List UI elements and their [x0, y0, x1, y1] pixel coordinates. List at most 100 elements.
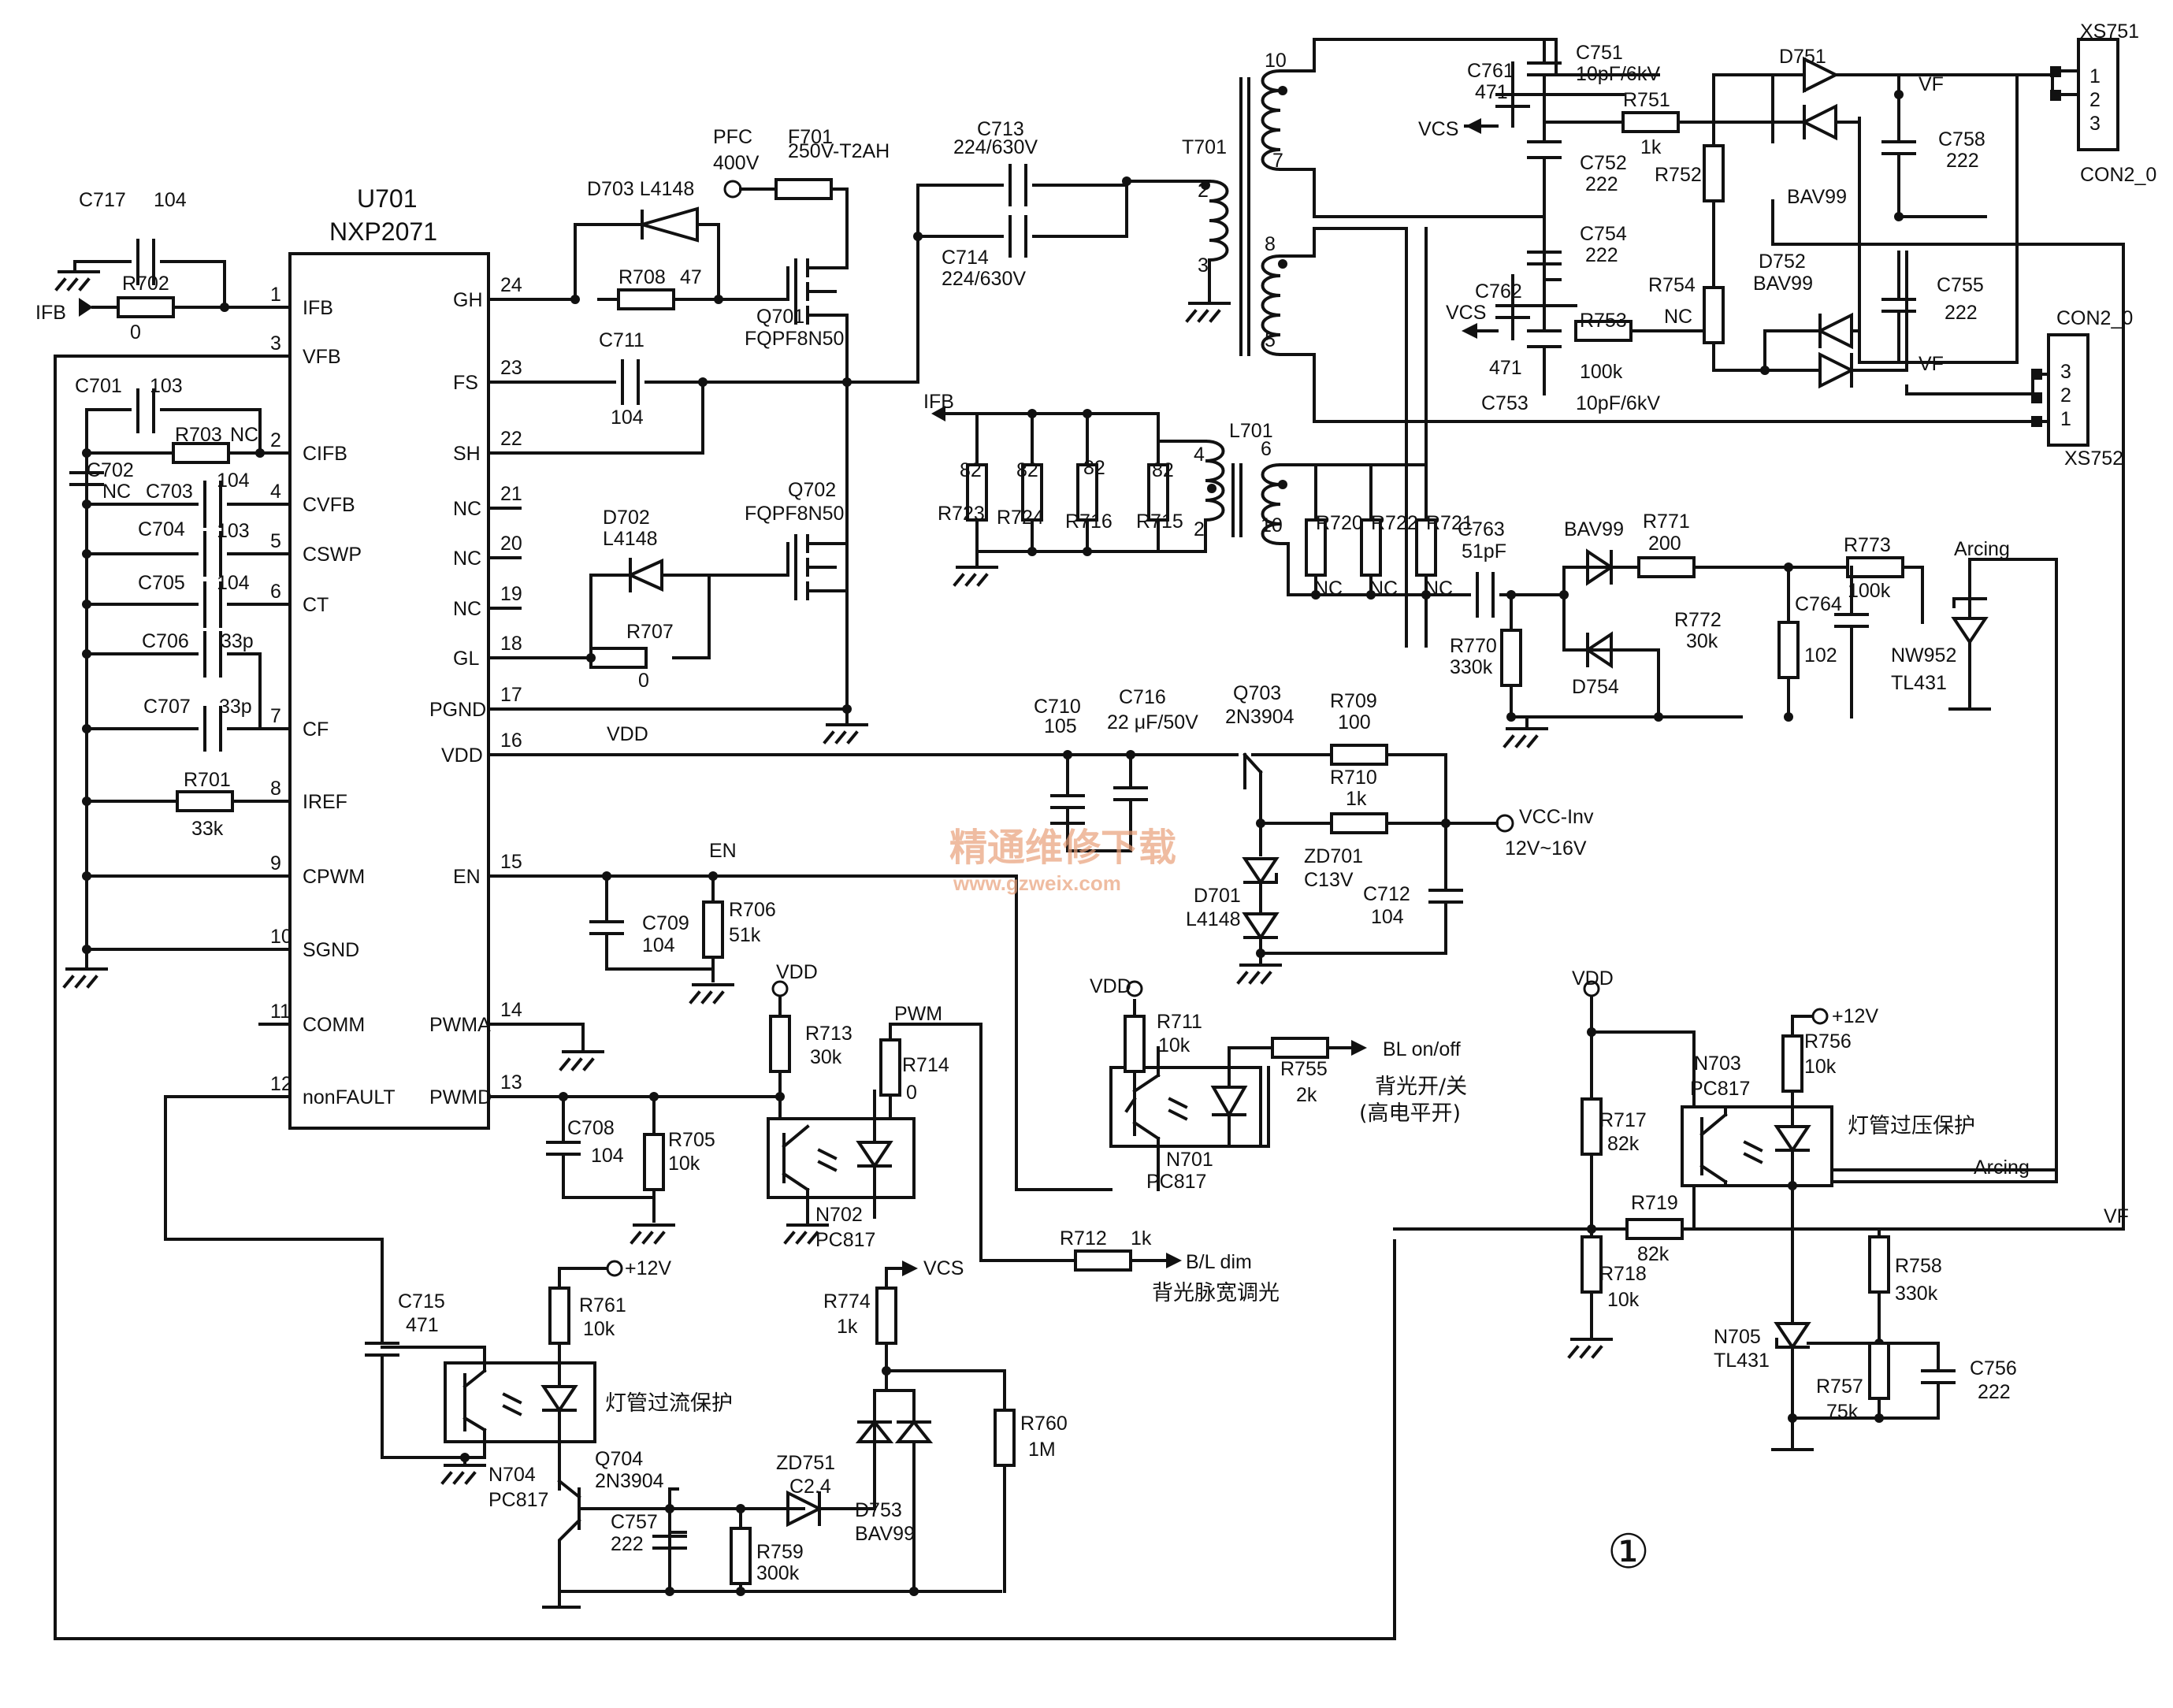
label-r709v: 100 — [1338, 711, 1371, 733]
label-en: EN — [709, 840, 737, 862]
label-r759v: 300k — [756, 1562, 800, 1584]
label-vf3: VF — [2104, 1205, 2129, 1227]
ic-left-pins: 1IFB3VFB2CIFB4CVFB5CSWP6CT7CF8IREF9CPWM1… — [270, 284, 396, 1108]
ic-pin-name: VDD — [441, 744, 483, 767]
ic-pin-name: GL — [453, 648, 479, 670]
label-r723v: 82 — [960, 459, 982, 481]
label-q703v: 2N3904 — [1225, 706, 1295, 728]
label-pfcv: 400V — [713, 152, 760, 174]
ic-pin-number: 2 — [270, 429, 281, 451]
label-pc817c: PC817 — [488, 1489, 548, 1511]
label-c710: C710 — [1034, 696, 1081, 718]
label-r715: R715 — [1136, 511, 1183, 533]
label-q704v: 2N3904 — [595, 1470, 664, 1492]
label-r755: R755 — [1280, 1058, 1328, 1080]
label-c763: C763 — [1458, 518, 1505, 540]
label-c715: C715 — [398, 1290, 445, 1313]
label-n704: N704 — [488, 1464, 536, 1486]
label-bldim: B/L dim — [1186, 1251, 1252, 1273]
label-c764: C764 — [1795, 593, 1842, 615]
label-q701v: FQPF8N50 — [745, 328, 844, 350]
label-r773v: 100k — [1848, 580, 1891, 602]
label-ifb_in: IFB — [35, 302, 66, 324]
label-c763v: 51pF — [1462, 540, 1506, 563]
label-c754: C754 — [1580, 223, 1627, 245]
ic-pin-number: 14 — [500, 999, 522, 1021]
watermark: 精通维修下载 www.gzweix.com — [949, 826, 1176, 895]
label-r758v: 330k — [1895, 1283, 1938, 1305]
label-n703: N703 — [1694, 1053, 1741, 1075]
ic-pin-name: PWMA — [429, 1014, 491, 1036]
label-vf1: VF — [1919, 73, 1944, 95]
ic-pin-number: 18 — [500, 633, 522, 655]
label-blonoff: BL on/off — [1383, 1038, 1461, 1060]
label-c705v: 104 — [217, 572, 250, 594]
transformer-t701 — [1185, 38, 1971, 648]
label-c762: C762 — [1475, 280, 1522, 303]
label-r717v: 82k — [1607, 1133, 1640, 1155]
ic-pin-number: 23 — [500, 357, 522, 379]
t701-pin: 7 — [1272, 150, 1283, 172]
label-pfc: PFC — [713, 126, 752, 148]
label-r773: R773 — [1844, 534, 1891, 556]
label-tl431a: TL431 — [1891, 672, 1947, 694]
label-c701: C701 — [75, 375, 122, 397]
label-c751v: 10pF/6kV — [1576, 63, 1660, 85]
label-r757v: 75k — [1826, 1401, 1859, 1423]
label-c758: C758 — [1938, 128, 1985, 150]
over-voltage — [1567, 980, 2125, 1451]
label-q704: Q704 — [595, 1448, 643, 1470]
ic-pin-name: IFB — [303, 297, 333, 319]
label-r702v: 0 — [130, 321, 141, 343]
label-pc817d: PC817 — [1690, 1078, 1750, 1100]
watermark-url: www.gzweix.com — [953, 871, 1121, 895]
label-r712v: 1k — [1131, 1227, 1152, 1249]
label-d702v: L4148 — [603, 528, 658, 550]
label-c716v: 22 μF/50V — [1107, 711, 1198, 733]
label-n702: N702 — [815, 1204, 863, 1226]
label-r724v: 82 — [1016, 459, 1038, 481]
en-network — [487, 871, 1367, 1191]
label-vddlbl: VDD — [607, 723, 648, 745]
label-c756v: 222 — [1978, 1381, 2011, 1403]
label-r711v: 10k — [1158, 1034, 1191, 1056]
label-xs752: XS752 — [2064, 447, 2123, 470]
label-r757: R757 — [1816, 1376, 1863, 1398]
ic-pin-name: NC — [453, 498, 481, 520]
label-c712: C712 — [1363, 883, 1410, 905]
pwm-network — [487, 980, 1182, 1272]
label-r709: R709 — [1330, 690, 1377, 712]
half-bridge — [487, 164, 1211, 744]
ic-pin-number: 8 — [270, 778, 281, 800]
over-voltage-label: 灯管过压保护 — [1848, 1114, 1975, 1138]
l701-pin: 2 — [1194, 518, 1205, 540]
ic-pin-name: COMM — [303, 1014, 365, 1036]
ic-pin-number: 24 — [500, 274, 522, 296]
label-r756: R756 — [1804, 1030, 1852, 1053]
ic-pin-number: 16 — [500, 730, 522, 752]
label-c709v: 104 — [642, 934, 675, 956]
ic-pin-name: PGND — [429, 699, 486, 721]
label-c757v: 222 — [611, 1533, 644, 1555]
label-d703: D703 L4148 — [587, 178, 694, 200]
label-pwm: PWM — [894, 1003, 942, 1025]
label-r758: R758 — [1895, 1255, 1942, 1277]
ic-pin-number: 3 — [270, 332, 281, 355]
label-r751: R751 — [1623, 89, 1670, 111]
label-r752: R752 — [1655, 164, 1702, 186]
label-con2b: CON2_0 — [2056, 307, 2133, 329]
label-r761v: 10k — [583, 1318, 615, 1340]
ic-pin-number: 10 — [270, 926, 292, 948]
label-l701: L701 — [1229, 420, 1273, 442]
label-r701: R701 — [184, 769, 231, 791]
ic-pin-number: 17 — [500, 684, 522, 706]
ic-pin-name: CIFB — [303, 443, 347, 465]
over-current-label: 灯管过流保护 — [605, 1391, 733, 1416]
ic-pin-name: CT — [303, 594, 329, 616]
ic-part: NXP2071 — [329, 217, 437, 246]
label-r710: R710 — [1330, 767, 1377, 789]
label-r719: R719 — [1631, 1192, 1678, 1214]
label-r771: R771 — [1643, 511, 1690, 533]
ic-pin-number: 22 — [500, 428, 522, 450]
